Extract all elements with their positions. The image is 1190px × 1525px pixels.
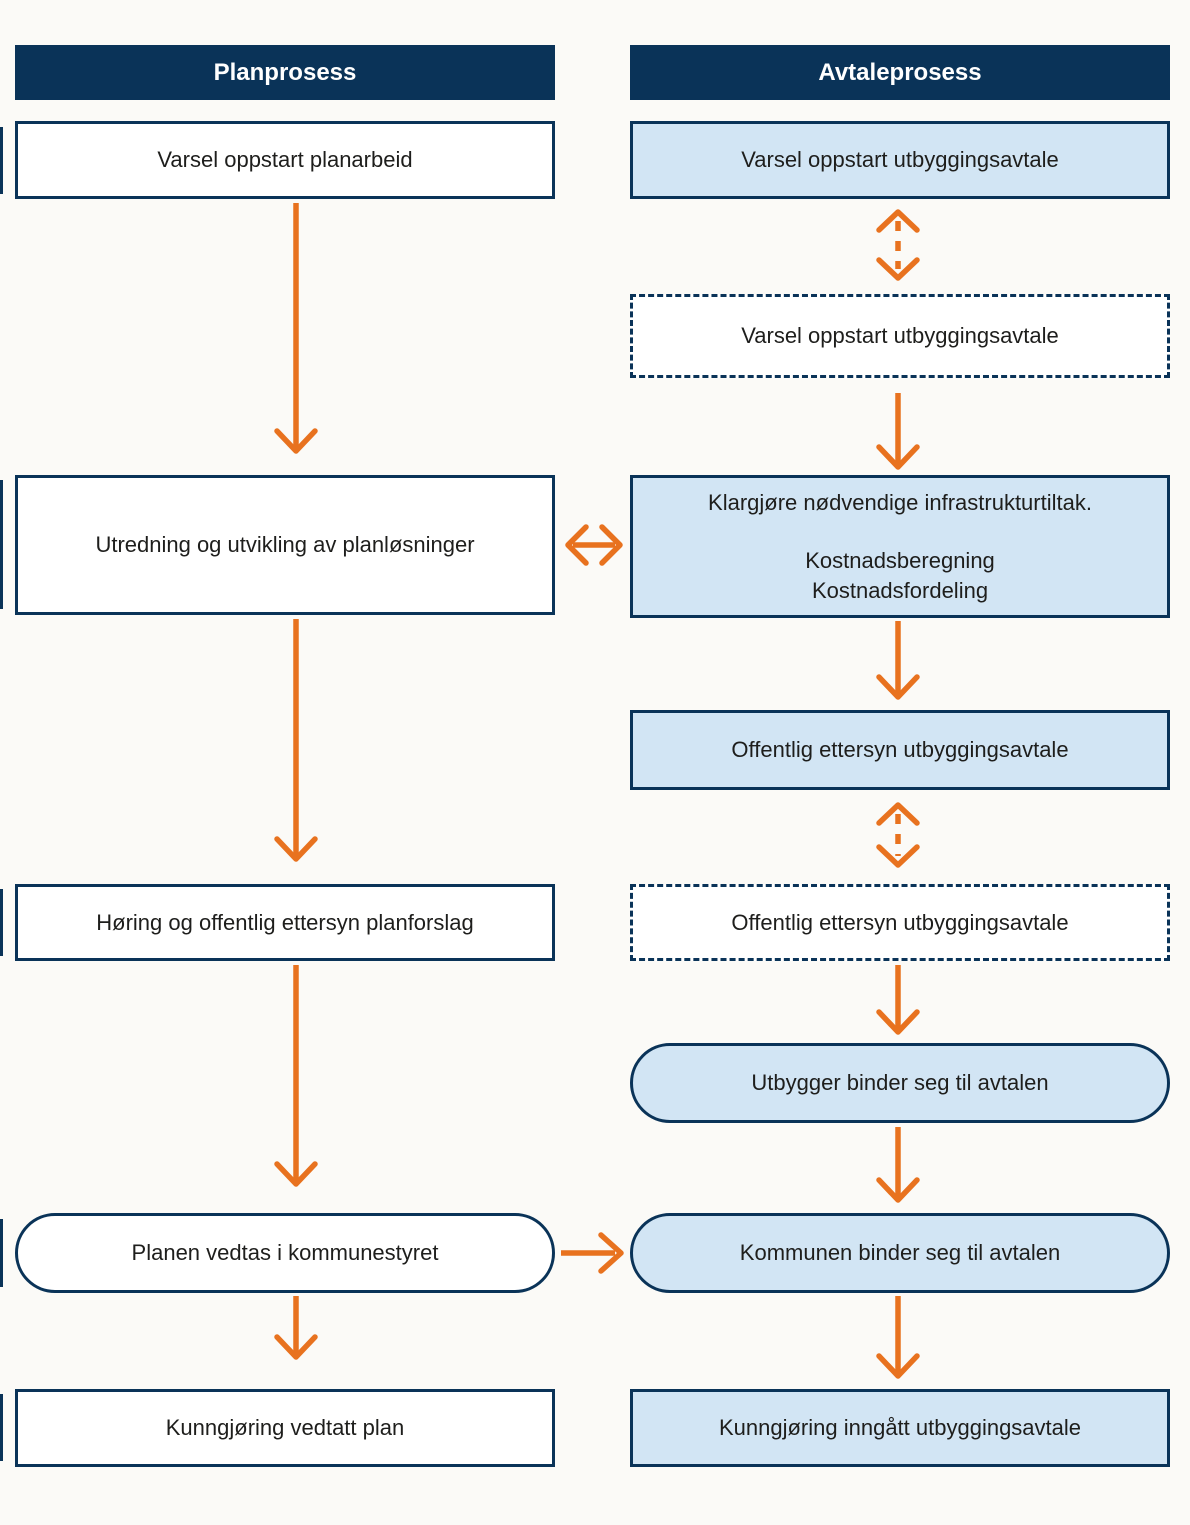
- header-planprosess: Planprosess: [15, 45, 555, 100]
- box-utbygger-binder: Utbygger binder seg til avtalen: [630, 1043, 1170, 1123]
- arrow-down: [874, 393, 922, 473]
- arrow-down: [272, 619, 320, 865]
- box-planen-vedtas: Planen vedtas i kommunestyret: [15, 1213, 555, 1293]
- arrow-right: [559, 1231, 627, 1275]
- cropped-box-edge: [0, 127, 3, 194]
- box-klargjore-infrastrukturtiltak: Klargjøre nødvendige infrastrukturtiltak…: [630, 475, 1170, 618]
- box-offentlig-ettersyn: Offentlig ettersyn utbyggingsavtale: [630, 710, 1170, 790]
- arrow-down: [874, 965, 922, 1038]
- klargjore-line3: Kostnadsfordeling: [811, 577, 989, 603]
- box-offentlig-ettersyn-dashed: Offentlig ettersyn utbyggingsavtale: [630, 884, 1170, 961]
- klargjore-line1: Klargjøre nødvendige infrastrukturtiltak…: [708, 489, 1092, 515]
- box-utredning-planlosninger: Utredning og utvikling av planløsninger: [15, 475, 555, 615]
- box-kunngjoring-utbyggingsavtale: Kunngjøring inngått utbyggingsavtale: [630, 1389, 1170, 1467]
- klargjore-line2: Kostnadsberegning: [805, 547, 995, 573]
- box-horing-planforslag: Høring og offentlig ettersyn planforslag: [15, 884, 555, 961]
- klargjore-text: Klargjøre nødvendige infrastrukturtiltak…: [708, 488, 1092, 606]
- arrow-down: [272, 203, 320, 457]
- header-avtaleprosess: Avtaleprosess: [630, 45, 1170, 100]
- box-varsel-oppstart-planarbeid: Varsel oppstart planarbeid: [15, 121, 555, 199]
- arrow-down: [874, 1127, 922, 1206]
- arrow-double-horizontal: [561, 523, 627, 567]
- cropped-box-edge: [0, 480, 3, 609]
- arrow-down: [272, 1296, 320, 1363]
- arrow-double-dashed-vertical: [874, 798, 922, 872]
- arrow-double-dashed-vertical: [874, 205, 922, 285]
- cropped-box-edge: [0, 1219, 3, 1287]
- box-kunngjoring-vedtatt-plan: Kunngjøring vedtatt plan: [15, 1389, 555, 1467]
- box-varsel-utbyggingsavtale: Varsel oppstart utbyggingsavtale: [630, 121, 1170, 199]
- cropped-box-edge: [0, 889, 3, 956]
- arrow-down: [874, 621, 922, 703]
- box-varsel-utbyggingsavtale-dashed: Varsel oppstart utbyggingsavtale: [630, 294, 1170, 378]
- arrow-down: [272, 965, 320, 1190]
- arrow-down: [874, 1296, 922, 1382]
- box-kommunen-binder: Kommunen binder seg til avtalen: [630, 1213, 1170, 1293]
- cropped-box-edge: [0, 1394, 3, 1461]
